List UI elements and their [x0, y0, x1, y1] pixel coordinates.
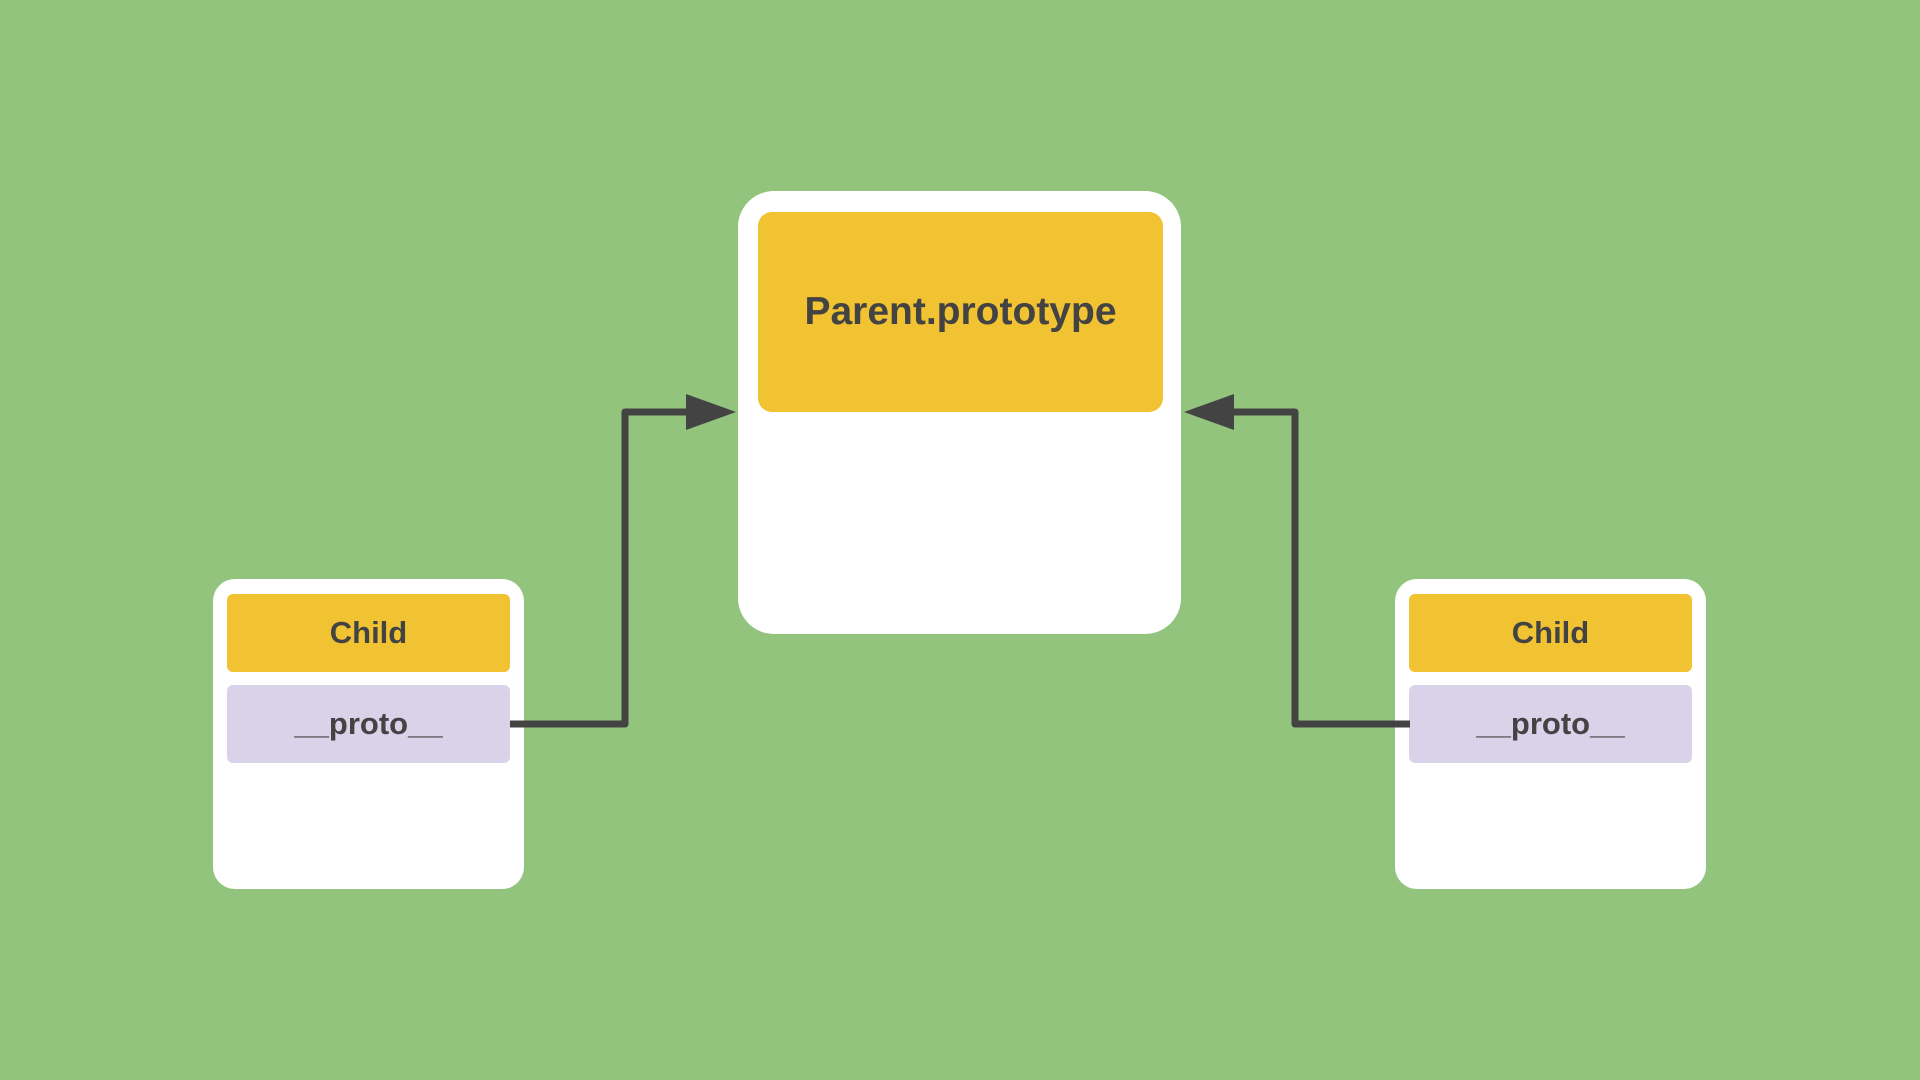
connector-left	[510, 408, 688, 728]
child-proto-left: __proto__	[227, 685, 510, 763]
child-card-right: Child __proto__	[1395, 579, 1706, 889]
child-header-right: Child	[1409, 594, 1692, 672]
parent-prototype-card: Parent.prototype	[738, 191, 1181, 634]
arrowhead-right	[1184, 394, 1234, 430]
connector-right	[1232, 408, 1410, 728]
parent-prototype-header: Parent.prototype	[758, 212, 1163, 412]
arrowhead-left	[686, 394, 736, 430]
child-proto-right: __proto__	[1409, 685, 1692, 763]
child-card-left: Child __proto__	[213, 579, 524, 889]
child-header-left: Child	[227, 594, 510, 672]
